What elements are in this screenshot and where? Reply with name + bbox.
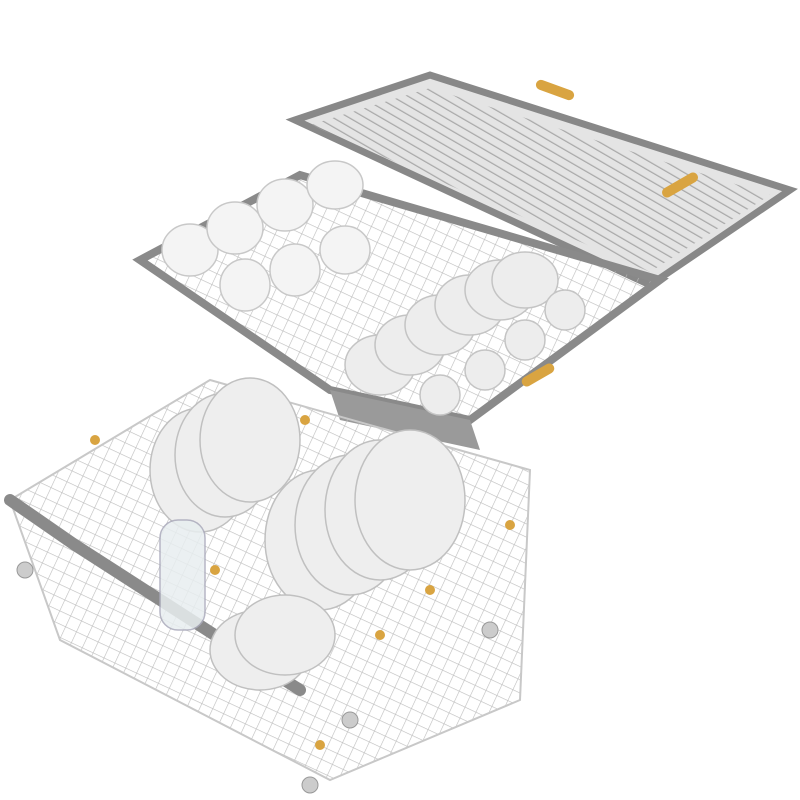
- saucers: [344, 251, 586, 416]
- lower-rack: [4, 377, 532, 794]
- cups: [161, 160, 371, 312]
- handle-icon: [521, 363, 555, 387]
- handle-icon: [535, 79, 575, 101]
- clips: [90, 415, 515, 750]
- wheels: [16, 561, 499, 794]
- handle-icon: [662, 172, 698, 198]
- upper-rack: [132, 160, 669, 450]
- cutlery-tray: [285, 71, 798, 290]
- plates: [149, 377, 466, 691]
- glass: [159, 519, 206, 631]
